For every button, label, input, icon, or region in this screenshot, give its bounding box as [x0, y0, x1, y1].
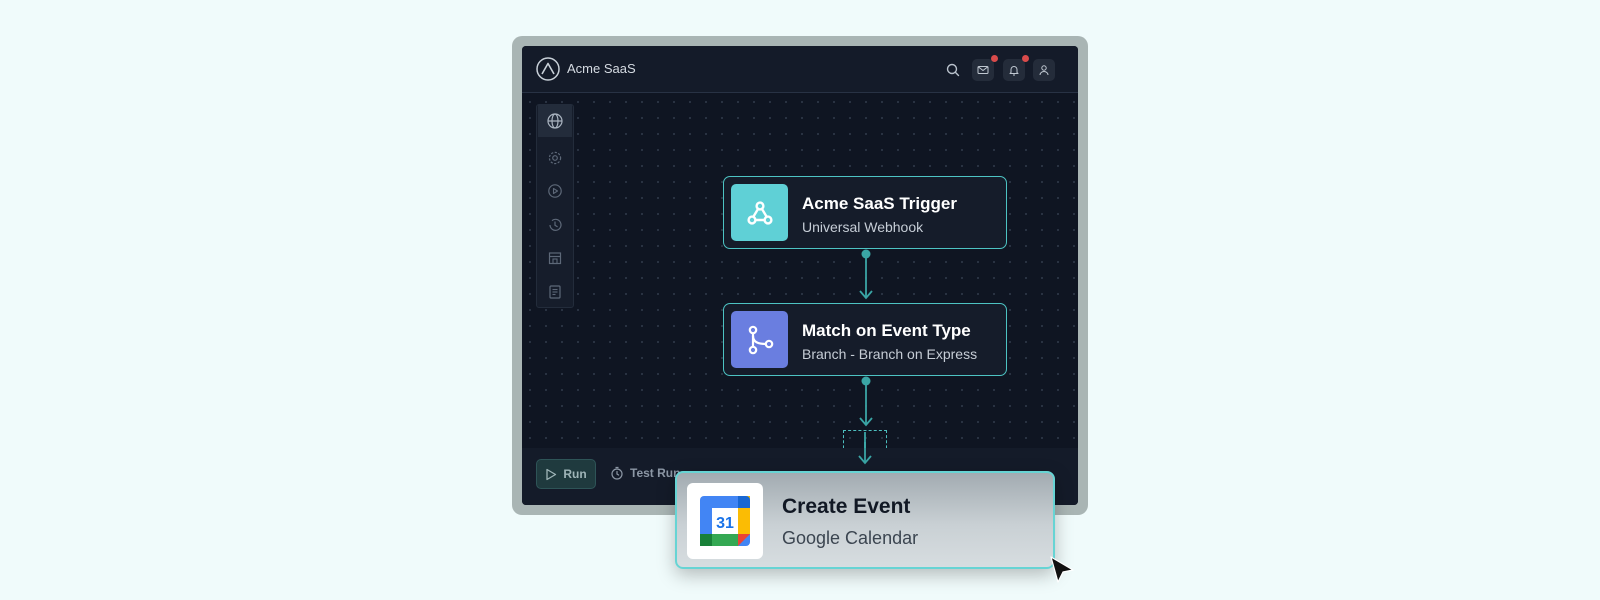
user-icon	[1039, 65, 1049, 76]
sidebar-item-runs[interactable]	[538, 175, 572, 207]
app-logo-icon	[536, 57, 560, 81]
workflow-node-branch[interactable]: Match on Event Type Branch - Branch on E…	[723, 303, 1007, 376]
sidebar-item-settings[interactable]	[538, 142, 572, 174]
notification-badge	[1022, 55, 1029, 62]
play-icon	[546, 468, 557, 480]
history-icon	[549, 218, 562, 231]
play-icon	[548, 184, 562, 198]
node-title: Acme SaaS Trigger	[802, 194, 957, 213]
dragged-step-title: Create Event	[782, 495, 911, 518]
app-window-frame: Acme SaaS	[512, 36, 1088, 515]
node-icon-tile	[731, 311, 788, 368]
sidebar-item-history[interactable]	[538, 209, 572, 241]
node-title: Match on Event Type	[802, 321, 971, 340]
document-icon	[549, 285, 561, 299]
sidebar-rail	[536, 104, 574, 308]
mail-button[interactable]	[972, 55, 998, 81]
app-name: Acme SaaS	[567, 61, 636, 76]
app-window: Acme SaaS	[522, 46, 1078, 505]
workflow-canvas[interactable]: Acme SaaS Trigger Universal Webhook	[522, 94, 1078, 474]
mail-icon	[977, 66, 989, 74]
store-icon	[548, 252, 562, 265]
branch-icon	[748, 325, 773, 354]
calendar-day: 31	[716, 515, 734, 532]
search-icon[interactable]	[943, 60, 963, 80]
run-label: Run	[563, 467, 587, 481]
gear-icon	[548, 151, 562, 165]
sidebar-item-globe[interactable]	[538, 105, 572, 137]
workflow-node-trigger[interactable]: Acme SaaS Trigger Universal Webhook	[723, 176, 1007, 249]
bell-icon	[1009, 66, 1019, 76]
notifications-button[interactable]	[1003, 55, 1029, 81]
profile-button[interactable]	[1033, 59, 1055, 81]
notification-badge	[991, 55, 998, 62]
timer-icon	[611, 466, 623, 480]
node-subtitle: Universal Webhook	[802, 219, 924, 235]
node-subtitle: Branch - Branch on Express	[802, 346, 978, 362]
dragged-step-card[interactable]: 31 Create Event Google Calendar	[675, 471, 1055, 569]
dragged-step-subtitle: Google Calendar	[782, 528, 919, 548]
connector-arrow	[858, 432, 872, 465]
run-button[interactable]: Run	[536, 459, 596, 489]
mouse-cursor-icon	[1050, 556, 1074, 583]
google-calendar-tile: 31	[687, 483, 763, 559]
node-icon-tile	[731, 184, 788, 241]
webhook-icon	[746, 200, 773, 225]
test-run-button[interactable]: Test Run	[610, 466, 680, 480]
top-bar: Acme SaaS	[522, 46, 1078, 93]
test-run-label: Test Run	[630, 466, 681, 480]
connector-arrow	[859, 376, 873, 427]
google-calendar-icon: 31	[700, 496, 750, 546]
globe-icon	[547, 113, 563, 129]
sidebar-item-store[interactable]	[538, 242, 572, 274]
sidebar-item-docs[interactable]	[538, 276, 572, 308]
connector-arrow	[859, 249, 873, 300]
